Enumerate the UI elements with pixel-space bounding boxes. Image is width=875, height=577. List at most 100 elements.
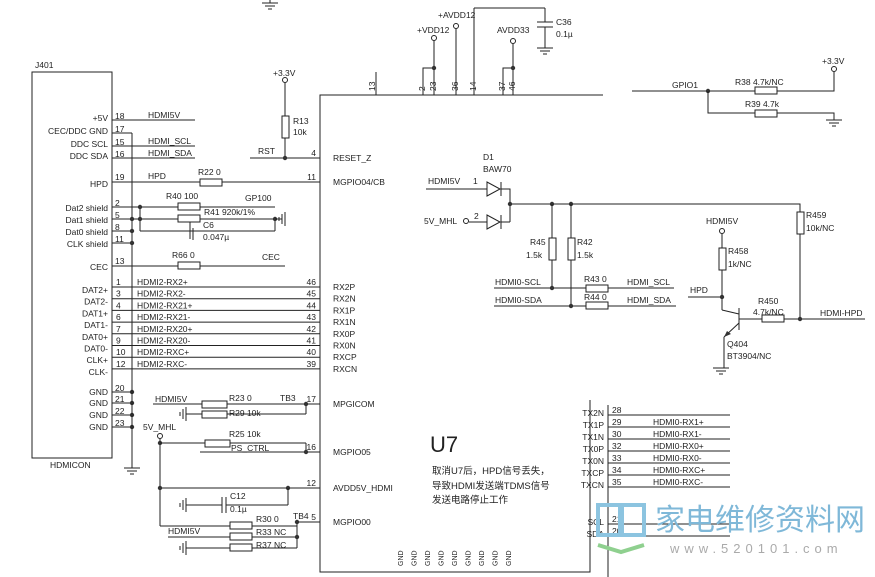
r38-label: R38 4.7k/NC [735,77,784,87]
hpd-label: HPD [690,285,708,295]
pin-name: DDC SDA [70,151,109,161]
pin-name: GND [89,387,108,397]
c36-value: 0.1µ [556,29,573,39]
hdmi5v-label: HDMI5V [428,176,460,186]
pin-number: 23 [115,418,125,428]
pin-number: 43 [307,312,317,322]
d1-part: BAW70 [483,164,512,174]
r37-label: R37 NC [256,540,286,550]
net-label: HDMI2-RXC+ [137,347,189,357]
pin-label: 1 [473,176,478,186]
tb4-label: TB4 [293,511,309,521]
ic-pin-name: MGPIO00 [333,517,371,527]
ic-pin-name: RX1P [333,305,356,315]
net-label: HDMI_SDA [148,148,192,158]
r66-label: R66 0 [172,250,195,260]
c12-value: 0.1µ [230,504,247,514]
avdd12-label: +AVDD12 [438,10,476,20]
ic-pin-name: RESET_Z [333,153,371,163]
pin-name: DAT2- [84,297,108,307]
ic-pin-name: RX1N [333,317,356,327]
pin-number: 11 [307,172,316,182]
r22-label: R22 0 [198,167,221,177]
v33-label: +3.3V [273,68,296,78]
net-label: HDMI0-RXC- [653,477,703,487]
r13-value: 10k [293,127,307,137]
ic-pin-name: AVDD5V_HDMI [333,483,393,493]
avdd33-label: AVDD33 [497,25,530,35]
gp100-label: GP100 [245,193,272,203]
pin-name: Dat1 shield [65,215,108,225]
aux-network: HDMI5V R23 0 TB3 R29 10k 5V_MHL R25 10k … [143,393,320,556]
pin-number: 46 [307,277,317,287]
pin-number: 18 [115,111,125,121]
pin-name: HPD [90,179,108,189]
pin-number: 9 [116,336,121,346]
pin-number: 12 [116,359,126,369]
ic-pin-name: MGPIO04/CB [333,177,385,187]
net-label: HDMI2-RX21- [137,312,191,322]
r23-label: R23 0 [229,393,252,403]
pin-number: 21 [115,394,125,404]
pin-number: 13 [115,256,125,266]
d1-ref: D1 [483,152,494,162]
vdd12-label: +VDD12 [417,25,450,35]
pin-number: 41 [307,336,317,346]
ic-note-line2: 导致HDMI发送端TDMS信号 [432,480,550,492]
ic-pin-name: RX0P [333,329,356,339]
pin-number: 39 [307,359,317,369]
ic-pin-name: RXCN [333,364,357,374]
watermark-logo: 家电维修资料网 www.520101.com [596,503,865,556]
pin-number: 29 [612,417,622,427]
ic-pin-name: RX0N [333,341,356,351]
pin-number: 30 [612,429,622,439]
net-label: HDMI2-RX2+ [137,277,188,287]
r45-value: 1.5k [526,250,543,260]
pin-number: 13 [367,81,377,91]
pin-name: DAT1- [84,320,108,330]
pin-name: CLK+ [87,355,109,365]
net-label: HDMI_SCL [148,136,191,146]
r458-value: 1k/NC [728,259,752,269]
ic-pin-name: MGPIO05 [333,447,371,457]
net-label: HDMI0-RX1- [653,429,702,439]
pin-number: 3 [116,289,121,299]
gnd-pin-label: GND [412,550,419,566]
ic-note-line1: 取消U7后，HPD信号丢失， [432,465,550,477]
pin-name: CEC/DDC GND [48,126,108,136]
r44-label: R44 0 [584,292,607,302]
hdmi5v-label: HDMI5V [155,394,187,404]
resistor-r13 [281,115,290,139]
5v-mhl-label: 5V_MHL [143,422,176,432]
pin-name: GND [89,398,108,408]
pin-name: DAT1+ [82,308,108,318]
ic-pin-name: TX1N [582,432,604,442]
gnd-pin-label: GND [425,550,432,566]
r43-label: R43 0 [584,274,607,284]
ic-pin-name: SDA [587,529,605,539]
pin-name: GND [89,422,108,432]
r33-label: R33 NC [256,527,286,537]
pin-number: 16 [307,442,317,452]
pin-number: 14 [468,81,478,91]
power-terminal [282,77,288,83]
gnd-pin-label: GND [506,550,513,566]
net-label: HDMI0-RX0- [653,453,702,463]
pin-number: 16 [115,149,125,159]
net-label: HDMI0-RX0+ [653,441,704,451]
connector-body [31,71,113,459]
r450-ref: R450 [758,296,779,306]
tb3-label: TB3 [280,393,296,403]
pin-number: 22 [115,406,125,416]
hdmi-sda-label: HDMI_SDA [627,295,671,305]
watermark-logo-text: 家电维修资料网 [655,503,865,538]
shield-network: R40 100 GP100 R41 920k/1% C6 0.047µ [129,191,286,246]
hdmi-hpd-label: HDMI-HPD [820,308,863,318]
r29-label: R29 10k [229,408,261,418]
pin-number: 42 [307,324,317,334]
ic-note-line3: 发送电路停止工作 [432,494,509,506]
pin-number: 40 [307,347,317,357]
resistor-r22 [199,178,223,187]
hdmi-scl-label: HDMI_SCL [627,277,670,287]
